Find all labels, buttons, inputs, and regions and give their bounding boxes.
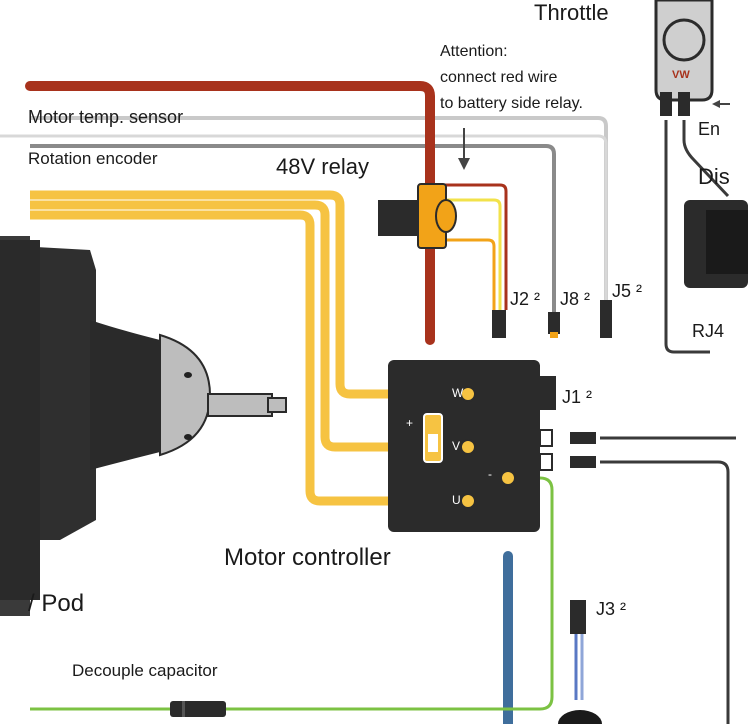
attention-line-2: connect red wire	[440, 69, 558, 86]
attention-line-1: Attention:	[440, 43, 508, 60]
j8-label: J8 ²	[560, 289, 591, 309]
enable-label-partial: En	[698, 119, 721, 139]
j2-connector	[492, 310, 506, 338]
red-wire	[25, 81, 435, 345]
minus-sign: -	[488, 467, 492, 481]
motor-temp-sensor-label: Motor temp. sensor	[28, 107, 184, 127]
rj-plug-1	[570, 432, 596, 444]
attention-arrow-icon	[458, 158, 470, 170]
relay-body	[378, 200, 422, 236]
j1-port	[538, 376, 556, 410]
display-label-partial: Dis	[698, 164, 730, 189]
decouple-capacitor-label: Decouple capacitor	[72, 661, 218, 680]
relay-48v-label: 48V relay	[276, 154, 369, 179]
motor-cone	[90, 320, 180, 470]
j8-connector	[548, 312, 560, 334]
plus-sign: +	[406, 416, 414, 430]
phase-w-cable	[30, 190, 440, 399]
phase-u-cable	[30, 210, 440, 506]
phase-v-cable	[30, 200, 440, 452]
throttle-logo: VW	[672, 69, 690, 81]
enable-arrow-icon	[712, 100, 720, 108]
rotation-encoder-wire	[30, 144, 556, 312]
relay-wire-red	[440, 183, 508, 310]
attention-line-3: to battery side relay.	[440, 95, 583, 112]
terminal-w-label: W	[452, 386, 464, 400]
terminal-v-label: V	[452, 439, 461, 453]
j3-label: J3 ²	[596, 599, 627, 619]
propeller-shaft	[207, 393, 273, 417]
j5-label: J5 ²	[612, 281, 643, 301]
rj45-label-partial: RJ4	[692, 321, 725, 341]
throttle-knob	[662, 18, 706, 62]
decouple-capacitor	[170, 701, 226, 717]
relay-wire-yellow	[440, 198, 502, 310]
j3-connector	[570, 600, 586, 634]
j2-label: J2 ²	[510, 289, 541, 309]
throttle-label: Throttle	[534, 0, 609, 25]
throttle-cable	[664, 120, 710, 354]
motor-controller-label: Motor controller	[224, 544, 391, 571]
pod-label: / Pod	[28, 590, 85, 617]
j1-label: J1 ²	[562, 387, 593, 407]
relay-wire-orange	[440, 238, 496, 310]
throttle-cable-2	[682, 120, 730, 198]
green-wire	[30, 476, 554, 711]
terminal-u-label: U	[452, 493, 461, 507]
cable-j1-lower	[600, 460, 730, 724]
motor-temp-wire	[30, 116, 608, 300]
motor-temp-wire-2	[0, 134, 608, 300]
rj-plug-2	[570, 456, 596, 468]
rotation-encoder-label: Rotation encoder	[28, 149, 158, 168]
j3-sensor	[558, 710, 602, 724]
j5-connector	[600, 300, 612, 338]
